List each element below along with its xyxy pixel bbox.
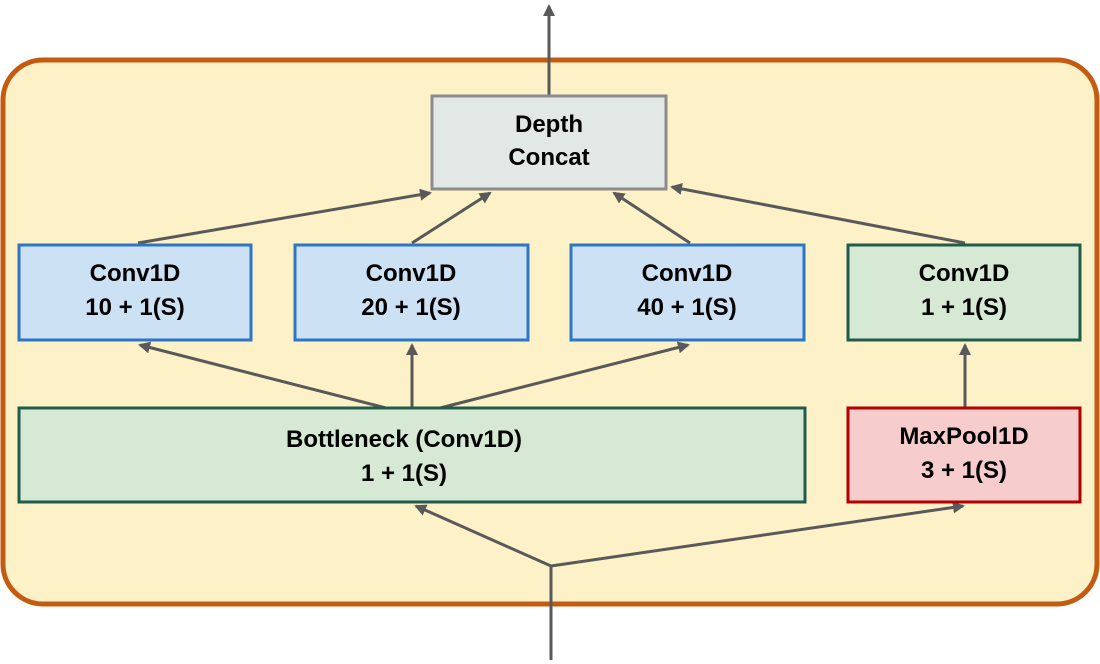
depth-concat-node: Depth Concat: [430, 94, 668, 191]
maxpool1d-label-line2: 3 + 1(S): [921, 457, 1007, 484]
conv1d-40-label-line1: Conv1D: [642, 260, 733, 287]
edge-conv1-concat: [670, 182, 966, 245]
edge-bottleneck-conv10: [138, 341, 387, 410]
bottleneck-label-line1: Bottleneck (Conv1D): [286, 426, 522, 453]
conv1d-20-label-line1: Conv1D: [366, 260, 457, 287]
conv1d-20-box: [293, 243, 530, 342]
conv1d-40-box: [569, 243, 806, 342]
conv1d-10-node: Conv1D 10 + 1(S): [17, 243, 253, 342]
conv1d-40-node: Conv1D 40 + 1(S): [569, 243, 806, 342]
depth-concat-label-line1: Depth: [515, 111, 583, 138]
depth-concat-box: [430, 94, 668, 191]
maxpool1d-label-line1: MaxPool1D: [899, 423, 1028, 450]
conv1d-20-node: Conv1D 20 + 1(S): [293, 243, 530, 342]
bottleneck-box: [17, 406, 807, 504]
bottleneck-node: Bottleneck (Conv1D) 1 + 1(S): [17, 406, 807, 504]
edges: [137, 4, 971, 660]
maxpool1d-box: [846, 406, 1082, 504]
edge-input-bottleneck: [414, 504, 552, 568]
depth-concat-label-line2: Concat: [508, 144, 589, 171]
conv1d-40-label-line2: 40 + 1(S): [637, 294, 736, 321]
conv1d-10-label-line1: Conv1D: [90, 260, 181, 287]
edge-conv20-concat: [411, 191, 492, 245]
conv1d-1-label-line1: Conv1D: [919, 260, 1010, 287]
conv1d-10-box: [17, 243, 253, 342]
bottleneck-label-line2: 1 + 1(S): [361, 460, 447, 487]
conv1d-10-label-line2: 10 + 1(S): [85, 294, 184, 321]
conv1d-1-node: Conv1D 1 + 1(S): [846, 243, 1082, 342]
edge-conv40-concat: [612, 191, 691, 245]
conv1d-1-box: [846, 243, 1082, 342]
edge-conv10-concat: [137, 188, 432, 245]
edge-input-maxpool: [550, 501, 965, 568]
edge-bottleneck-conv40: [439, 341, 690, 410]
conv1d-20-label-line2: 20 + 1(S): [361, 294, 460, 321]
conv1d-1-label-line2: 1 + 1(S): [921, 294, 1007, 321]
maxpool1d-node: MaxPool1D 3 + 1(S): [846, 406, 1082, 504]
